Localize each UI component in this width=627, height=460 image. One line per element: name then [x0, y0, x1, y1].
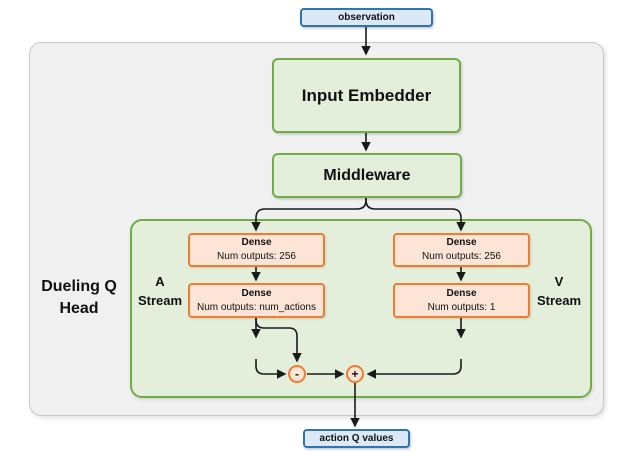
node-v-stream-dense-1-title: Dense [446, 237, 477, 248]
node-a-stream-dense-2-subtitle: Num outputs: num_actions [197, 301, 316, 313]
a-stream-label: A Stream [132, 270, 188, 312]
v-stream-label-line1: V [554, 274, 564, 289]
node-v-stream-dense-2: Dense Num outputs: 1 [393, 283, 530, 318]
node-middleware: Middleware [272, 153, 462, 198]
minus-operator-label: - [295, 367, 299, 381]
node-action-q-values: action Q values [303, 429, 410, 448]
node-input-embedder: Input Embedder [272, 58, 461, 133]
arrow-repeatvector-to-plus [366, 359, 462, 379]
node-observation-label: observation [338, 12, 395, 23]
arrow-a-dense2-bypass-to-minus [255, 318, 302, 363]
node-v-stream-dense-2-title: Dense [446, 287, 477, 299]
a-stream-label-line1: A [155, 274, 165, 289]
arrow-mean-to-minus [255, 359, 287, 379]
plus-operator-label: + [351, 367, 359, 381]
arrow-middleware-to-a-stream [251, 198, 367, 232]
node-v-stream-dense-2-subtitle: Num outputs: 1 [427, 301, 496, 313]
dueling-q-head-label: Dueling Q Head [30, 272, 128, 324]
node-a-stream-dense-2-title: Dense [241, 287, 272, 299]
node-action-q-values-label: action Q values [319, 433, 394, 444]
node-middleware-label: Middleware [323, 166, 411, 184]
node-a-stream-dense-1-subtitle: Num outputs: 256 [217, 251, 296, 262]
a-stream-label-line2: Stream [137, 293, 183, 308]
node-v-stream-dense-1-subtitle: Num outputs: 256 [422, 251, 501, 262]
node-a-stream-dense-1: Dense Num outputs: 256 [188, 233, 325, 267]
plus-operator-node: + [346, 365, 364, 383]
arrow-middleware-to-v-stream [365, 198, 466, 232]
node-a-stream-dense-2: Dense Num outputs: num_actions [188, 283, 325, 318]
dueling-q-head-label-line2: Head [59, 300, 99, 317]
node-input-embedder-label: Input Embedder [301, 85, 432, 105]
v-stream-label: V Stream [530, 270, 588, 312]
node-a-stream-dense-1-title: Dense [241, 237, 272, 248]
dueling-q-head-label-line1: Dueling Q [41, 278, 117, 295]
v-stream-label-line2: Stream [536, 293, 582, 308]
node-observation: observation [300, 8, 433, 27]
node-v-stream-dense-1: Dense Num outputs: 256 [393, 233, 530, 267]
minus-operator-node: - [288, 365, 306, 383]
